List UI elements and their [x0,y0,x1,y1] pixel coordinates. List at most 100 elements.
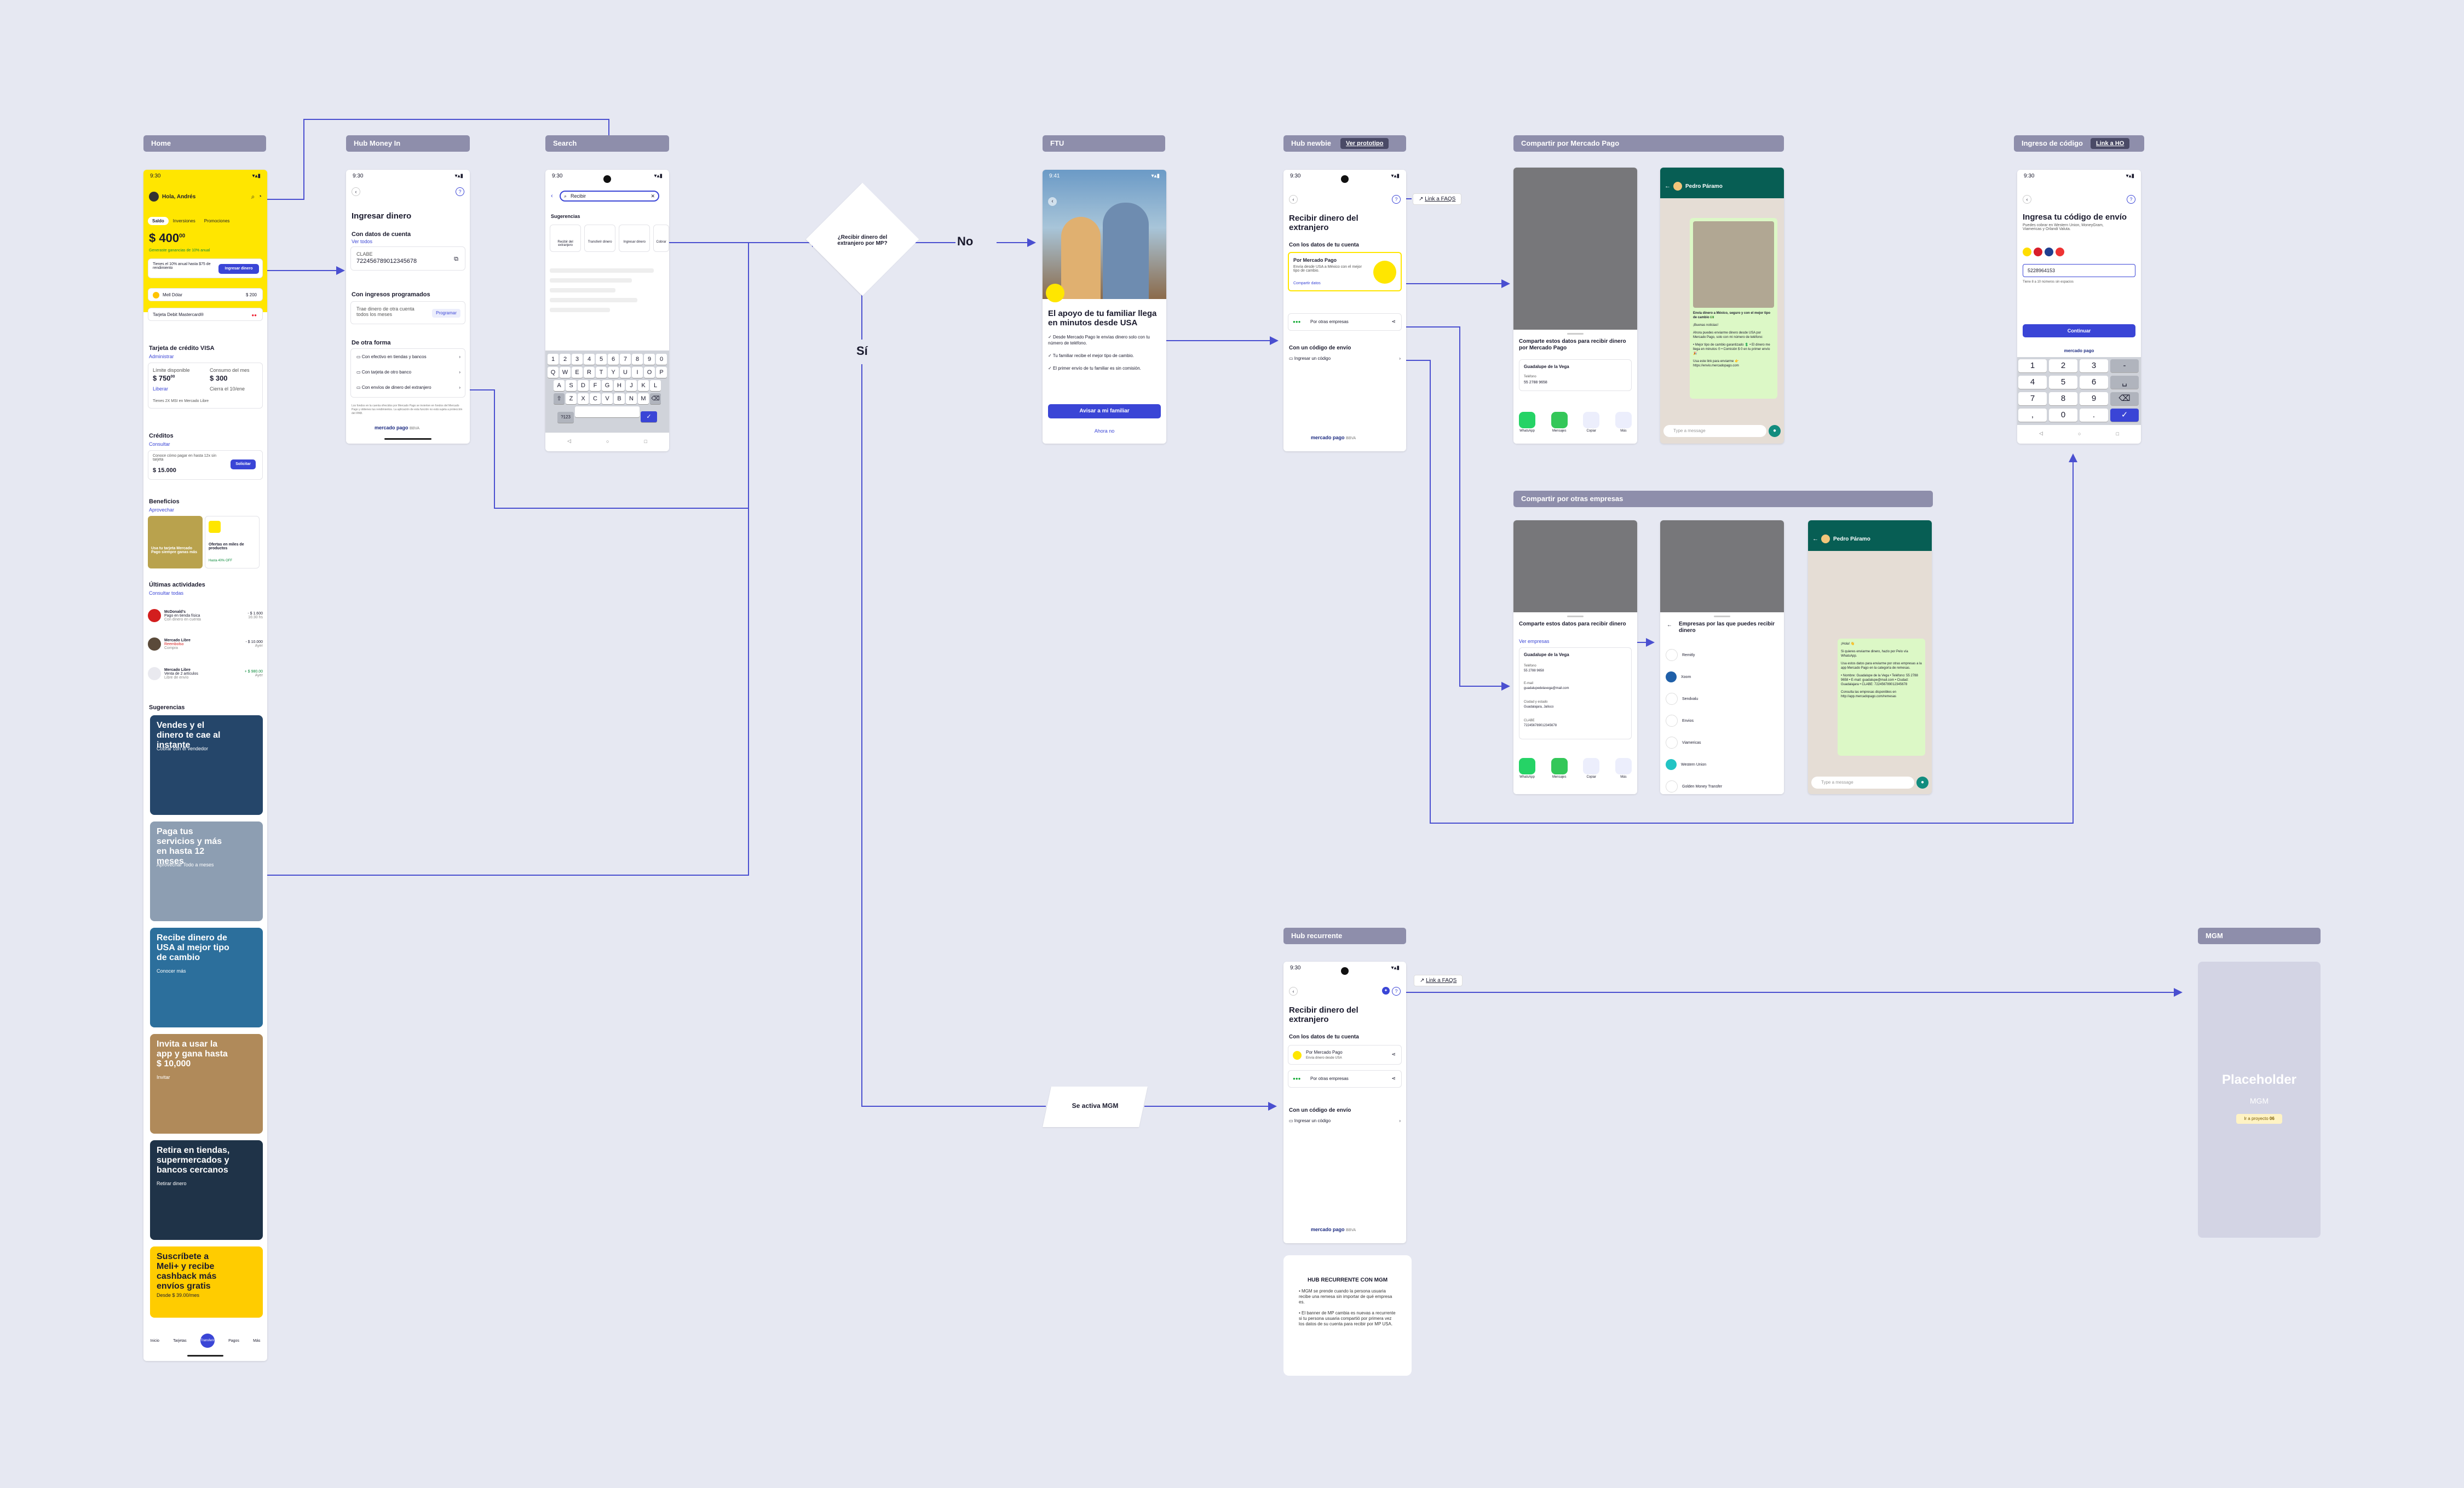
share-icon[interactable]: ⋖ [1391,1052,1396,1057]
key[interactable]: 4 [2018,376,2047,389]
nav-back-icon[interactable]: ◁ [2039,430,2043,436]
mp-banner[interactable]: Por Mercado Pago Envía desde USA a Méxic… [1288,252,1402,291]
code-input[interactable]: 5228964153 [2023,264,2135,277]
key[interactable]: 5 [596,354,607,365]
clear-icon[interactable]: ✕ [650,193,655,199]
key[interactable]: V [602,393,613,404]
key[interactable]: Y [608,367,619,378]
back-icon[interactable]: ‹ [1048,197,1057,206]
suggestion-card-meli[interactable]: Suscríbete a Meli+ y recibe cashback más… [150,1246,263,1318]
search-icon[interactable]: ⌕ [251,192,255,200]
key[interactable]: 0 [656,354,667,365]
backspace-key[interactable]: ⌫ [2110,392,2139,405]
nav-transfer[interactable]: Transferir [200,1334,215,1348]
key[interactable]: 7 [2018,392,2047,405]
key[interactable]: 6 [2080,376,2108,389]
key[interactable]: A [554,380,565,391]
other-companies-row[interactable]: ●●● Por otras empresas ⋖ [1288,1070,1402,1088]
key[interactable]: H [614,380,625,391]
shift-key[interactable]: ⇧ [554,393,565,404]
not-now-link[interactable]: Ahora no [1094,428,1115,434]
key[interactable]: W [560,367,571,378]
key[interactable]: . [2080,409,2108,422]
faqs-link-recurrente[interactable]: ↗ Link a FAQS [1414,975,1463,986]
microphone-icon[interactable]: ● [1769,425,1781,437]
share-more[interactable]: Más [1615,758,1632,779]
key[interactable]: D [578,380,589,391]
project-badge[interactable]: Ir a proyecto 06 [2236,1114,2282,1124]
nav-recent-icon[interactable]: □ [644,438,647,444]
tab-saldo[interactable]: Saldo [148,217,169,225]
help-icon[interactable]: ? [2127,195,2135,204]
key[interactable]: 2 [560,354,571,365]
gift-icon[interactable]: ✦ [1382,987,1390,995]
tab-promociones[interactable]: Promociones [204,219,230,223]
chat-input[interactable]: Type a message [1663,425,1766,437]
key[interactable]: J [626,380,637,391]
share-whatsapp[interactable]: WhatsApp [1519,412,1535,433]
back-icon[interactable]: ‹ [2023,195,2031,204]
share-messages[interactable]: Mensajes [1551,758,1568,779]
suggestion-card-withdraw[interactable]: Retira en tiendas, supermercados y banco… [150,1140,263,1240]
key[interactable]: 9 [644,354,655,365]
key[interactable]: 3 [572,354,583,365]
key[interactable]: 6 [608,354,619,365]
key[interactable]: L [650,380,661,391]
key[interactable]: 2 [2049,359,2077,372]
sheet-handle[interactable] [1567,616,1584,617]
option-row-cash[interactable]: ▭ Con efectivo en tiendas y bancos› [356,354,460,359]
share-messages[interactable]: Mensajes [1551,412,1568,433]
loan-request-button[interactable]: Solicitar [231,459,256,469]
key[interactable]: S [566,380,577,391]
benefits-link[interactable]: Aprovechar [149,507,175,513]
help-icon[interactable]: ? [1392,987,1401,996]
schedule-button[interactable]: Programar [432,309,460,318]
chip-collect[interactable]: Cobrar [653,225,669,252]
space-key[interactable] [575,406,640,417]
help-icon[interactable]: ? [1392,195,1401,204]
key[interactable]: , [2018,409,2047,422]
key[interactable]: U [620,367,631,378]
wallet-row[interactable]: Mell Dólar $ 200 [148,288,263,301]
key[interactable]: 3 [2080,359,2108,372]
key[interactable]: 7 [620,354,631,365]
share-copy[interactable]: Copiar [1583,412,1600,433]
microphone-icon[interactable]: ● [1916,777,1928,789]
key[interactable]: 1 [2018,359,2047,372]
handoff-link[interactable]: Link a HO [2091,138,2130,149]
prototype-link[interactable]: Ver prototipo [1340,138,1389,149]
notification-icon[interactable]: ◔ [258,193,262,200]
key[interactable]: 1 [548,354,559,365]
suggestion-card-usa[interactable]: Recibe dinero de USA al mejor tipo de ca… [150,928,263,1027]
nav-home-icon[interactable]: ○ [606,438,609,444]
chip-transfer[interactable]: Transferir dinero [584,225,616,252]
share-whatsapp[interactable]: WhatsApp [1519,758,1535,779]
nav-home-icon[interactable]: ○ [2078,430,2081,436]
key[interactable]: I [632,367,643,378]
nav-more[interactable]: Más [253,1338,261,1343]
back-icon[interactable]: ‹ [1289,195,1298,204]
deposit-button[interactable]: Ingresar dinero [218,264,259,274]
see-all-link[interactable]: Ver todos [352,239,373,244]
help-icon[interactable]: ? [456,187,464,196]
back-icon[interactable]: ‹ [551,193,553,199]
nav-cards[interactable]: Tarjetas [173,1338,187,1343]
benefit-card-2[interactable]: Ofertas en miles de productos Hasta 40% … [205,516,260,568]
chat-input[interactable]: Type a message [1811,777,1914,789]
tab-inversiones[interactable]: Inversiones [172,219,195,223]
key[interactable]: Z [566,393,577,404]
key[interactable]: 8 [2049,392,2077,405]
key[interactable]: M [638,393,649,404]
sheet-handle[interactable] [1567,333,1584,335]
share-more[interactable]: Más [1615,412,1632,433]
credit-admin-link[interactable]: Administrar [149,354,174,359]
key[interactable]: O [644,367,655,378]
back-arrow-icon[interactable]: ← [1667,622,1672,628]
back-arrow-icon[interactable]: ← [1665,183,1671,189]
key[interactable]: G [602,380,613,391]
key[interactable]: R [584,367,595,378]
symbols-key[interactable]: ?123 [557,412,574,423]
